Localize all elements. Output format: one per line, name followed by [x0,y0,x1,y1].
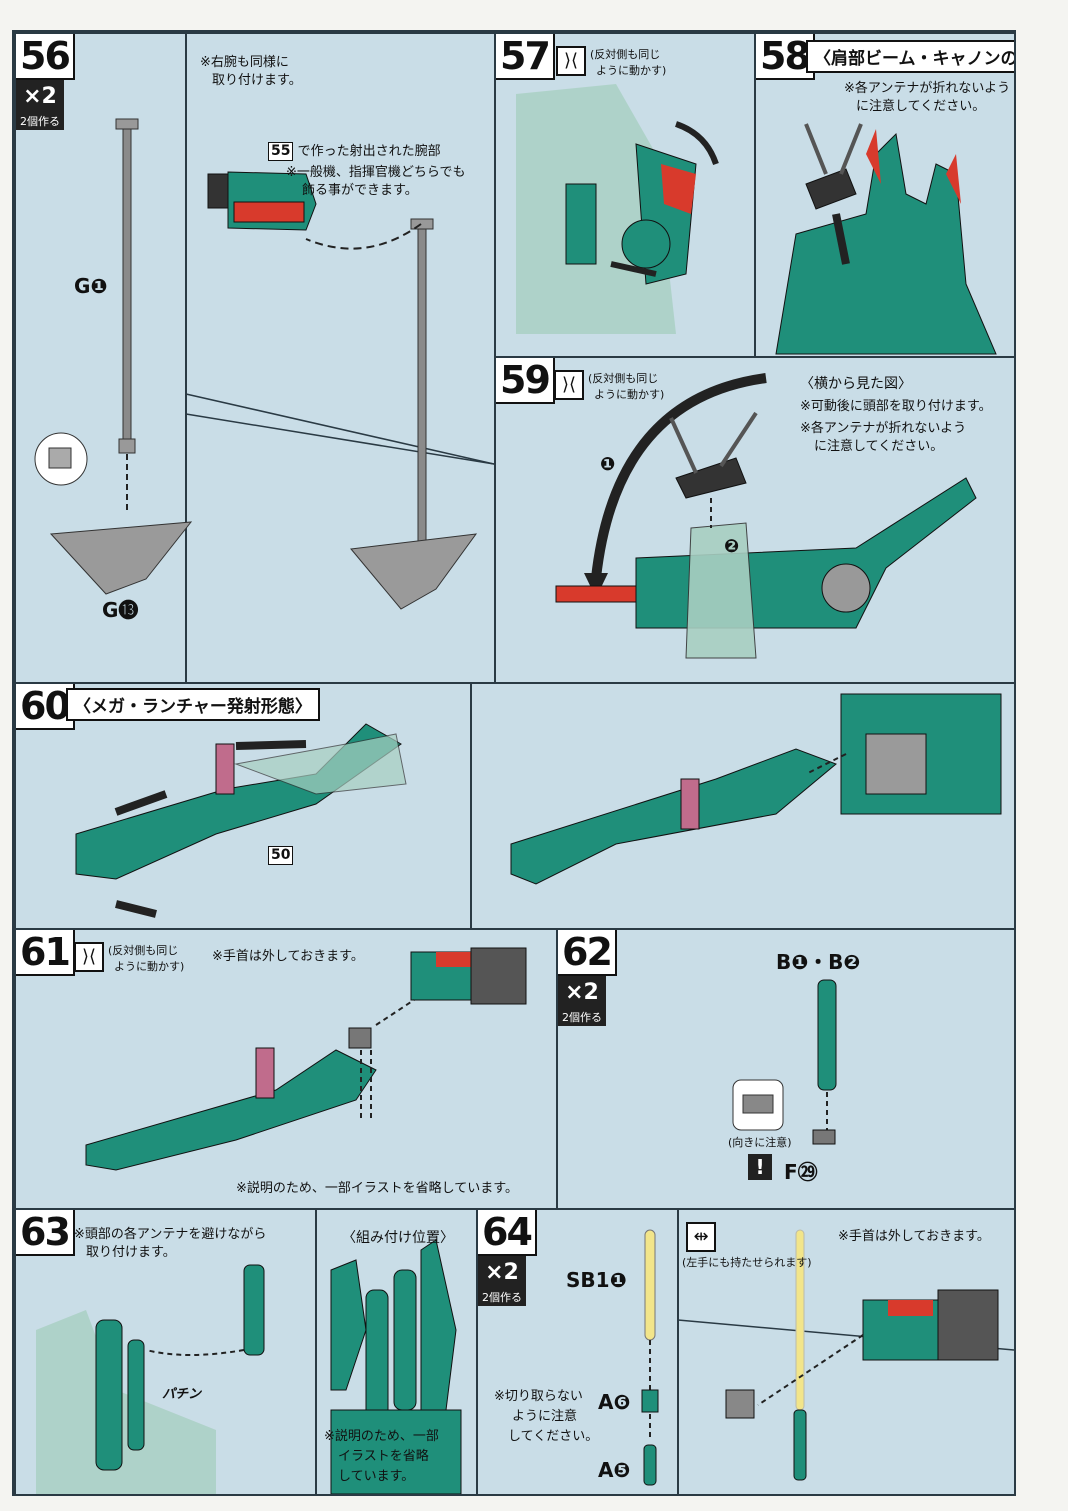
step-58-panel: 58 〈肩部ビーム・キャノンの展開〉 ※各アンテナが折れないよう に注意してくだ… [754,32,1016,358]
step-number: 58 [756,34,815,80]
side-view-title: 〈横から見た図〉 [800,376,912,392]
step-57-illustration [516,84,719,334]
arrow-label-1: ❶ [600,454,616,475]
multiplier-badge: ×2 [558,976,606,1010]
omission-note: ※説明のため、一部 [324,1429,439,1444]
multiplier-caption: 2個作る [478,1290,526,1306]
step-61-panel: 61 ⟩⟨ (反対側も同じ ように動かす) ※手首は外しておきます。 ※説明のた… [14,928,558,1210]
antenna-avoid-note-2: 取り付けます。 [86,1245,176,1260]
wrist-note: ※手首は外しておきます。 [838,1229,990,1244]
multiplier-badge: ×2 [478,1256,526,1290]
part-label-b1-b2: B❶・B❷ [776,950,861,974]
cut-caution-note-2: ように注意 [512,1409,578,1424]
step-56-panel: 56 ×2 2個作る ※右腕も同様に 取り付けます。 55 で作った射出された腕… [14,32,496,684]
step-number: 63 [16,1210,75,1256]
symmetric-move-icon: ⟩⟨ [74,942,104,972]
part-label-g1: G❶ [74,274,108,298]
multiplier-caption: 2個作る [558,1010,606,1026]
wrist-note: ※手首は外しておきます。 [212,949,364,964]
antenna-note-2: に注意してください。 [814,439,944,454]
part-label-f29: F㉙ [784,1160,818,1184]
head-attach-note: ※可動後に頭部を取り付けます。 [800,399,992,414]
omission-note-2: イラストを省略 [338,1449,429,1464]
symmetric-move-icon: ⟩⟨ [554,370,584,400]
icon-caption: (反対側も同じ [588,372,659,385]
step-ref-55: 55 [268,142,294,161]
antenna-note-2: に注意してください。 [856,99,986,114]
arrow-label-2: ❷ [724,536,740,557]
step-63-panel: 63 ※頭部の各アンテナを避けながら 取り付けます。 パチン 〈組み付け位置〉 … [14,1208,478,1496]
note-right-arm-2: 取り付けます。 [212,73,302,88]
step-ref-50-box: 50 [268,846,294,865]
part-label-g13: G⓭ [102,598,139,622]
part-label-a6: A❻ [598,1390,631,1414]
step-number: 62 [558,930,617,976]
left-hand-icon: ⇹ [686,1222,716,1252]
step-62-panel: 62 ×2 2個作る B❶・B❷ (向きに注意) ! F㉙ [556,928,1016,1210]
step-ref-50: 50 [268,846,294,865]
step-number: 64 [478,1210,537,1256]
step-number: 56 [16,34,75,80]
step-number: 59 [496,358,555,404]
multiplier-caption: 2個作る [16,114,64,130]
antenna-note: ※各アンテナが折れないよう [800,421,967,436]
step-64-illustration [641,1210,1014,1494]
icon-caption: (反対側も同じ [590,48,661,61]
step-64-panel: 64 ×2 2個作る SB1❶ A❻ A❺ ※切り取らない ように注意 してくだ… [476,1208,1016,1496]
step-62-illustration [732,979,837,1145]
note-display-2: 飾る事ができます。 [302,183,418,198]
step-59-illustration [555,373,977,659]
cut-caution-note-3: してください。 [508,1429,599,1444]
note-arm-text: で作った射出された腕部 [297,144,441,159]
omission-note: ※説明のため、一部イラストを省略しています。 [236,1181,518,1196]
symmetric-move-icon: ⟩⟨ [556,46,586,76]
position-title: 〈組み付け位置〉 [342,1230,454,1246]
step-56-illustration [34,34,494,682]
note-display: ※一般機、指揮官機どちらでも [286,165,466,180]
icon-caption-2: ように動かす) [114,960,185,973]
multiplier-badge: ×2 [16,80,64,114]
omission-note-3: しています。 [338,1469,415,1484]
left-hand-caption: (左手にも持たせられます) [682,1256,812,1269]
step-57-panel: 57 ⟩⟨ (反対側も同じ ように動かす) [494,32,756,358]
note-arm-ref: 55 で作った射出された腕部 [268,142,441,161]
click-sound-label: パチン [162,1387,202,1402]
step-number: 57 [496,34,555,80]
step-61-illustration [85,947,527,1171]
step-60-panel: 60 〈メガ・ランチャー発射形態〉 50 [14,682,1016,930]
antenna-avoid-note: ※頭部の各アンテナを避けながら [74,1227,267,1242]
step-title: 〈肩部ビーム・キャノンの展開〉 [806,40,1014,73]
icon-caption-2: ように動かす) [596,64,667,77]
step-58-illustration [775,123,997,355]
step-number: 61 [16,930,75,976]
icon-caption: (反対側も同じ [108,944,179,957]
cut-caution-note: ※切り取らない [494,1389,583,1404]
manual-page: 56 ×2 2個作る ※右腕も同様に 取り付けます。 55 で作った射出された腕… [12,30,1016,1496]
step-59-panel: 59 ⟩⟨ (反対側も同じ ように動かす) 〈横から見た図〉 ※可動後に頭部を取… [494,356,1016,684]
icon-caption-2: ように動かす) [594,388,665,401]
warning-icon: ! [748,1154,772,1180]
orientation-caution: (向きに注意) [728,1136,792,1149]
part-label-sb1: SB1❶ [566,1268,627,1292]
note-right-arm: ※右腕も同様に [200,55,289,70]
step-title: 〈メガ・ランチャー発射形態〉 [66,688,320,721]
step-60-illustration [75,684,1002,928]
antenna-note: ※各アンテナが折れないよう [844,81,1011,96]
step-63-illustration [36,1210,462,1494]
part-label-a5: A❺ [598,1458,631,1482]
